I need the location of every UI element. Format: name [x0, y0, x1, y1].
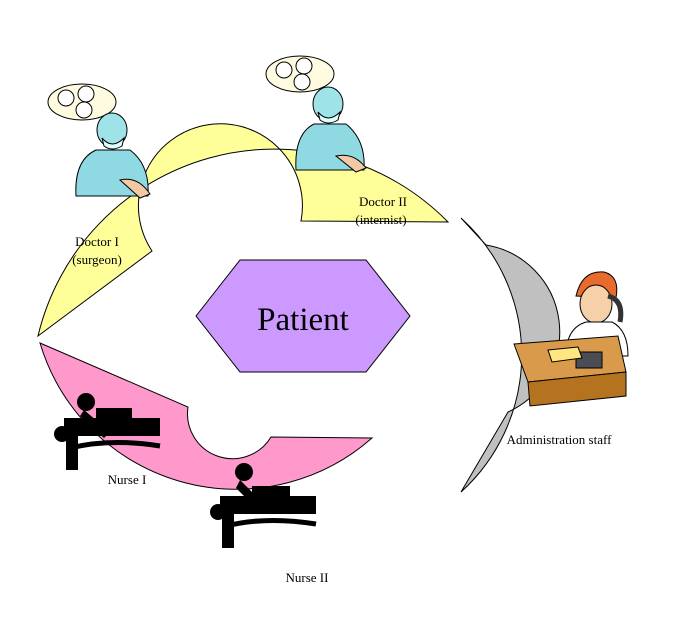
admin-segment [460, 217, 561, 493]
internist-clipart-icon [265, 55, 367, 173]
nurse-1-label: Nurse I [108, 472, 147, 487]
doctor-1-role: (surgeon) [72, 252, 122, 267]
nurse-cpr-clipart-icon [54, 393, 161, 470]
patient-hexagon [195, 259, 411, 373]
receptionist-phone-clipart-icon [513, 271, 629, 407]
nurse-cpr-clipart-icon [210, 463, 317, 548]
doctor-1-label: Doctor I [75, 234, 119, 249]
doctor-2-label: Doctor II [359, 194, 407, 209]
nurse-segment [39, 342, 374, 490]
nurse-2-label: Nurse II [286, 570, 329, 585]
surgeon-clipart-icon [47, 83, 151, 199]
doctor-2-role: (internist) [355, 212, 406, 227]
patient-label: Patient [257, 302, 349, 338]
admin-label: Administration staff [507, 432, 613, 447]
